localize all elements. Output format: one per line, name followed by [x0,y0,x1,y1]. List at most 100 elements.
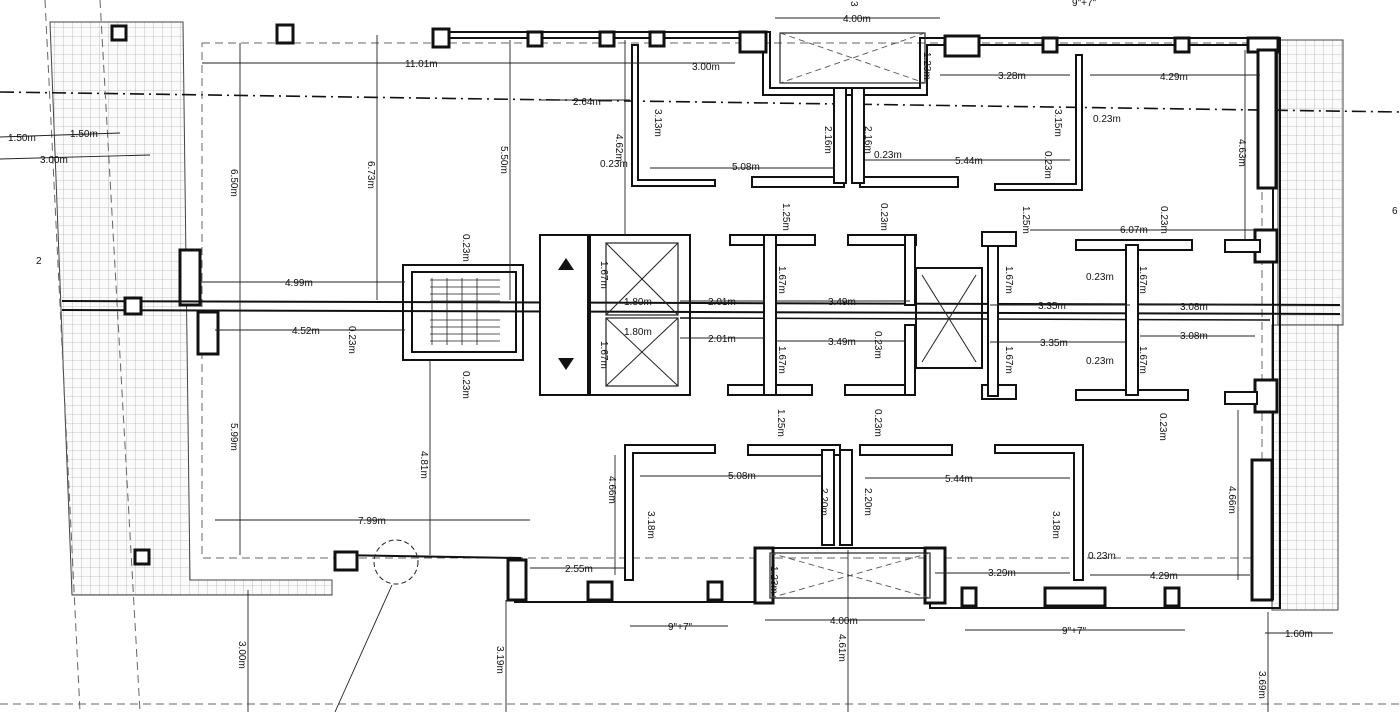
dim-label: 4.61m [836,634,847,662]
dim-label: 4.00m [830,616,858,627]
dim-label: 0.23m [1157,413,1168,441]
dim-label: 2.01m [708,297,736,308]
stair-core [402,234,591,396]
dim-label: 3.19m [494,646,505,674]
dim-label: 3.29m [988,568,1016,579]
site-boundary-left-2 [99,0,141,712]
dim-label: 4.29m [1160,72,1188,83]
site-boundary-left [44,0,81,712]
dim-label: 3.13m [652,109,663,137]
dim-label: 3.00m [692,62,720,73]
dim-label: 3.28m [998,71,1026,82]
dim-label: 0.23m [872,409,883,437]
dim-label: 0.23m [1088,551,1116,562]
balconies [769,32,931,599]
dim-label: 0.23m [460,234,471,262]
dim-label: 3 [848,1,859,7]
dim-label: 9"+7" [1072,0,1097,9]
dim-label: 0.23m [1158,206,1169,234]
dim-label: 1.80m [624,297,652,308]
dim-label: 2.20m [862,488,873,516]
dim-label: 3.00m [40,155,68,166]
dim-label: 3.35m [1038,301,1066,312]
dim-label: 1.50m [8,133,36,144]
dim-label: 1.60m [1285,629,1313,640]
dimension-labels: 4.00m 9"+7" 11.01m 3.00m 2.64m 1.23m 3.2… [8,0,1398,699]
dim-label: 3.49m [828,337,856,348]
dim-label: 1.67m [1003,266,1014,294]
dim-label: 4.29m [1150,571,1178,582]
dim-label: 1.50m [70,129,98,140]
dim-label: 6 [1392,206,1398,217]
dim-label: 4.66m [1226,486,1237,514]
outer-walls [110,23,1281,609]
dim-label: 2.55m [565,564,593,575]
left-paving-area [49,21,333,596]
dim-label: 0.23m [1042,151,1053,179]
dim-label: 1.67m [1003,346,1014,374]
dim-label: 0.23m [1086,272,1114,283]
dim-label: 0.23m [872,331,883,359]
dim-label: 4.99m [285,278,313,289]
dim-label: 2.64m [573,97,601,108]
dim-label: 3.15m [1052,109,1063,137]
dim-label: 2.16m [822,126,833,154]
dim-label: 0.23m [1093,114,1121,125]
right-paving-area-bottom [1271,324,1339,611]
dim-label: 2.20m [818,488,829,516]
dim-label: 5.44m [945,474,973,485]
dim-label: 1.80m [624,327,652,338]
dim-label: 3.35m [1040,338,1068,349]
dim-label: 3.00m [236,641,247,669]
dim-label: 0.23m [460,371,471,399]
dim-label: 5.08m [732,162,760,173]
dimension-lines [0,17,1333,712]
dim-label: 4.52m [292,326,320,337]
right-paving-area-top [1277,39,1344,326]
dim-label: 0.23m [878,203,889,231]
dim-label: 1.23m [921,52,932,80]
dim-label: 3.69m [1256,671,1267,699]
dim-label: 2 [36,256,42,267]
dim-label: 2.16m [862,126,873,154]
dim-label: 1.25m [775,409,786,437]
dim-label: 4.66m [606,476,617,504]
dim-label: 11.01m [405,59,438,70]
dim-label: 1.67m [598,341,609,369]
dim-label: 1.67m [1137,266,1148,294]
dim-label: 2.01m [708,334,736,345]
dim-label: 3.18m [645,511,656,539]
dim-label: 5.44m [955,156,983,167]
dim-label: 4.62m [613,134,624,162]
dim-label: 4.81m [418,451,429,479]
dim-label: 5.08m [728,471,756,482]
lift-shafts [587,234,983,396]
grid-axis-line [0,91,1400,113]
dim-label: 1.25m [780,203,791,231]
dim-label: 4.63m [1236,139,1247,167]
dim-label: 5.50m [498,146,509,174]
dim-label: 3.08m [1180,331,1208,342]
dim-label: 0.23m [1086,356,1114,367]
dim-label: 0.23m [346,326,357,354]
dim-label: 3.08m [1180,302,1208,313]
dim-label: 0.23m [600,159,628,170]
dim-label: 5.99m [228,423,239,451]
dim-label: 4.00m [843,14,871,25]
dim-label: 1.67m [776,346,787,374]
dim-label: 1.23m [768,566,779,594]
dim-label: 1.25m [1020,206,1031,234]
dim-label: 9"+7" [1062,626,1087,637]
dim-label: 0.23m [874,150,902,161]
dim-label: 3.49m [828,297,856,308]
dim-label: 7.99m [358,516,386,527]
dim-label: 1.67m [598,261,609,289]
dim-label: 3.18m [1050,511,1061,539]
dim-label: 9"+7" [668,622,693,633]
dim-label: 1.67m [776,266,787,294]
dim-label: 1.67m [1137,346,1148,374]
dim-label: 6.73m [365,161,376,189]
interior-walls [624,44,1261,581]
dim-label: 6.50m [228,169,239,197]
